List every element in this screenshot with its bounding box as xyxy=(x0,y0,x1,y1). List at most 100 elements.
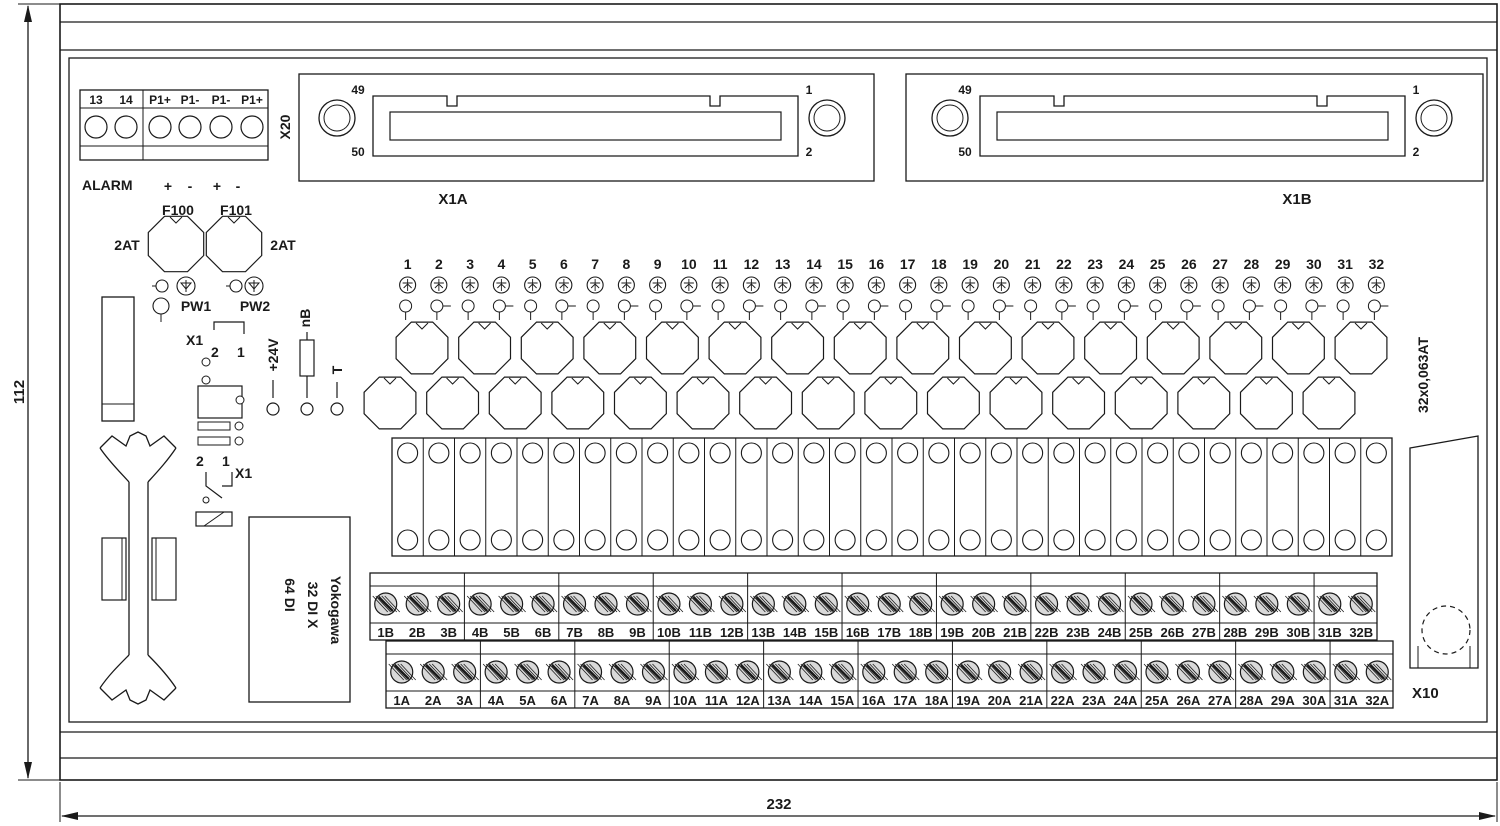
terminal-label: 16A xyxy=(862,693,886,708)
channel-fuse-holder xyxy=(458,321,512,375)
terminal-label: 14B xyxy=(783,625,807,640)
terminal-label: 24A xyxy=(1114,693,1138,708)
relay-cell xyxy=(766,438,794,556)
relay-cell xyxy=(397,442,419,551)
jumper-x1-lower: 2 1 X1 xyxy=(195,453,252,527)
channel-fuse-holder xyxy=(1021,321,1075,375)
test-point-24v xyxy=(266,402,280,416)
channel-number: 18 xyxy=(931,256,947,272)
terminal-label: 9A xyxy=(645,693,662,708)
polarity-labels: +-+- xyxy=(164,178,241,194)
terminal-label: 25B xyxy=(1129,625,1153,640)
channel-number: 27 xyxy=(1212,256,1228,272)
channel-29: 29 xyxy=(1274,256,1292,320)
pw1-jumper-dot xyxy=(152,297,170,315)
channel-25: 25 xyxy=(1149,256,1167,320)
terminal-screw xyxy=(1033,592,1061,616)
terminal-screw xyxy=(1238,660,1266,684)
fuse-rating-side-label: 32x0,063AT xyxy=(1415,337,1431,413)
channel-26: 26 xyxy=(1180,256,1201,320)
terminal-screw xyxy=(970,592,998,616)
terminal-label: 5B xyxy=(503,625,520,640)
terminal-screw xyxy=(577,660,605,684)
terminal-screw xyxy=(1301,660,1329,684)
terminal-label: 21B xyxy=(1003,625,1027,640)
terminal-label: 4A xyxy=(488,693,505,708)
terminal-screw xyxy=(1206,660,1235,684)
channel-22: 22 xyxy=(1055,256,1076,320)
jumper-pin-1-top: 1 xyxy=(237,344,245,360)
channel-fuse-holder xyxy=(1209,321,1263,375)
relay-cell xyxy=(1141,438,1169,556)
channel-number: 23 xyxy=(1087,256,1103,272)
channel-fuse-holder xyxy=(739,376,793,430)
channel-fuse-holder xyxy=(676,376,730,430)
channel-fuse-holder xyxy=(613,376,667,430)
jumper-x1-label-bottom: X1 xyxy=(235,465,252,481)
terminal-screw xyxy=(1269,660,1298,684)
channel-number: 13 xyxy=(775,256,791,272)
terminal-screw xyxy=(766,660,794,684)
channel-8: 8 xyxy=(617,256,639,320)
channel-number: 32 xyxy=(1369,256,1385,272)
terminal-screw xyxy=(797,660,826,684)
channel-28: 28 xyxy=(1242,256,1264,320)
terminal-label: 19B xyxy=(940,625,964,640)
fuse-rating: 2AT xyxy=(114,237,140,253)
terminal-screw xyxy=(498,592,526,616)
channel-24: 24 xyxy=(1117,256,1139,320)
x20-terminal-label: 14 xyxy=(119,93,133,107)
terminal-label: 3B xyxy=(440,625,457,640)
channel-fuse-holder xyxy=(989,376,1043,430)
x20-terminal-label: P1+ xyxy=(149,93,171,107)
channel-number: 20 xyxy=(994,256,1010,272)
channel-number: 31 xyxy=(1337,256,1353,272)
terminal-screw xyxy=(608,660,637,684)
channel-32: 32 xyxy=(1367,256,1389,320)
width-dimension: 232 xyxy=(59,782,1498,822)
terminal-label: 10A xyxy=(673,693,697,708)
channel-18: 18 xyxy=(930,256,951,320)
channel-1: 1 xyxy=(399,256,417,320)
channel-15: 15 xyxy=(836,256,854,320)
terminal-label: 7A xyxy=(582,693,599,708)
alarm-label: ALARM xyxy=(82,177,133,193)
channel-19: 19 xyxy=(961,256,979,320)
relay-cell xyxy=(610,438,637,556)
module-label-box: Yokogawa 32 DI X 64 DI xyxy=(248,516,351,703)
terminal-screw xyxy=(640,660,668,684)
channel-fuse-holder xyxy=(896,321,950,375)
terminal-screw xyxy=(1064,592,1093,616)
connector-pin-2: 2 xyxy=(806,145,813,159)
channel-27: 27 xyxy=(1211,256,1229,320)
connector-pin-49: 49 xyxy=(958,83,972,97)
terminal-screw xyxy=(403,592,432,616)
terminal-screw xyxy=(687,592,715,616)
jumper-x1-upper: X1 2 1 xyxy=(186,321,245,446)
terminal-label: 2B xyxy=(409,625,426,640)
terminal-screw xyxy=(624,592,652,616)
channel-number: 2 xyxy=(435,256,443,272)
terminal-label: 13B xyxy=(751,625,775,640)
x20-screw xyxy=(240,115,264,139)
x20-terminal-label: P1+ xyxy=(241,93,263,107)
terminal-screw xyxy=(891,660,920,684)
relay-cell xyxy=(579,438,606,556)
x10-mount-hole xyxy=(1421,605,1471,655)
channel-4: 4 xyxy=(492,256,514,320)
channel-fuse-holder xyxy=(864,376,918,430)
x20-screw xyxy=(148,115,172,139)
terminal-label: 26A xyxy=(1177,693,1201,708)
x20-screw xyxy=(114,115,138,139)
terminal-label: 4B xyxy=(472,625,489,640)
channel-6: 6 xyxy=(555,256,576,320)
module-label-line-3: 64 DI xyxy=(282,578,298,611)
terminal-screw xyxy=(1253,592,1282,616)
terminal-label: 12A xyxy=(736,693,760,708)
height-dimension: 112 xyxy=(11,3,60,781)
terminal-screw xyxy=(1096,592,1124,616)
